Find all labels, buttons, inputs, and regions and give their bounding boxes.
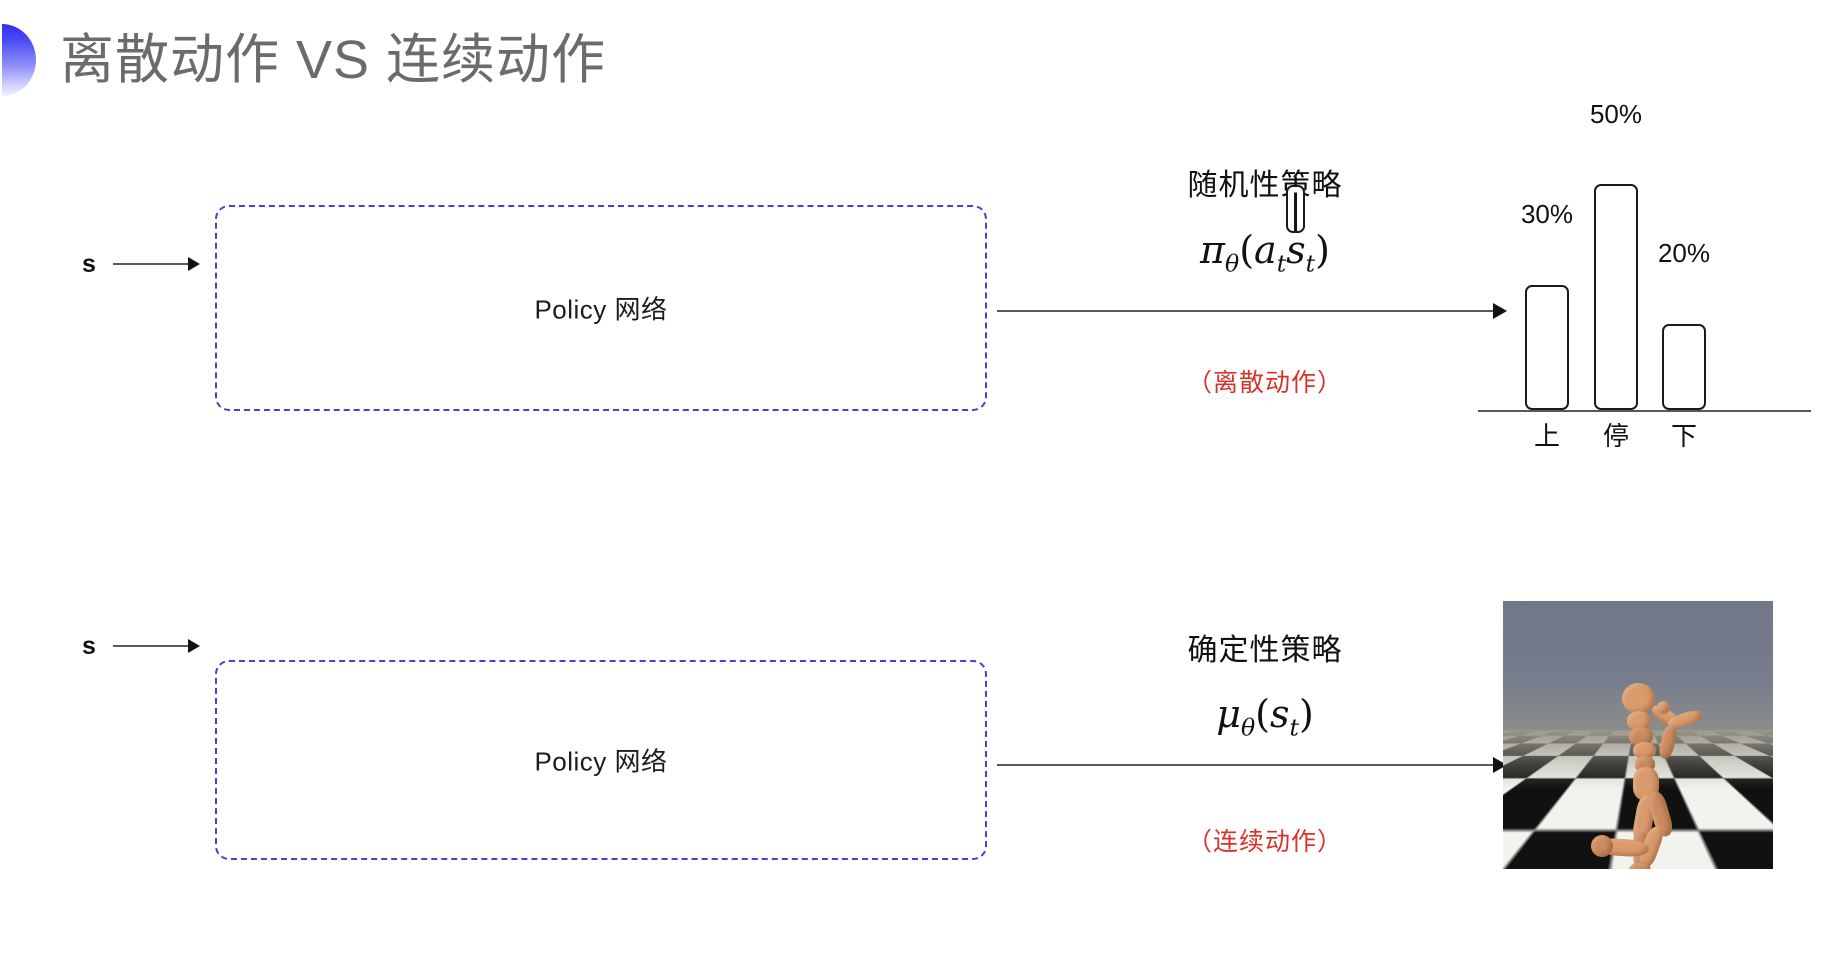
formula-action-symbol: a: [1254, 228, 1277, 272]
formula-open-paren: (: [1239, 228, 1255, 272]
arrow-state-to-policy-discrete: [113, 263, 198, 265]
policy-network-label-discrete: Policy 网络: [534, 294, 668, 325]
formula-close-paren: ): [1298, 692, 1314, 736]
chart-baseline-axis: [1478, 410, 1811, 412]
bar-category-label: 下: [1670, 421, 1697, 451]
bar-category-label: 上: [1533, 421, 1560, 451]
humanoid-simulation-image: [1503, 601, 1773, 869]
action-note-discrete: （离散动作）: [1186, 369, 1343, 397]
formula-state-symbol: s: [1269, 692, 1290, 736]
formula-pi-symbol: π: [1200, 228, 1226, 272]
formula-action-subscript: t: [1276, 249, 1287, 278]
policy-formula-continuous: μθ(st): [1140, 692, 1390, 742]
action-note-continuous: （连续动作）: [1186, 828, 1343, 856]
formula-state-subscript: t: [1305, 249, 1316, 278]
policy-caption-discrete: 随机性策略: [1187, 169, 1343, 202]
policy-network-box-continuous[interactable]: Policy 网络: [215, 660, 987, 860]
formula-state-subscript: t: [1289, 713, 1299, 742]
formula-conditional-bar: |: [1286, 184, 1305, 233]
bar-category-label: 停: [1602, 421, 1629, 451]
arrow-policy-to-output-discrete: [997, 310, 1505, 312]
page-title: 离散动作 VS 连续动作: [60, 30, 607, 90]
formula-theta-subscript: θ: [1240, 713, 1256, 742]
policy-caption-continuous: 确定性策略: [1187, 634, 1343, 667]
arrow-policy-to-output-continuous: [997, 764, 1505, 766]
arrow-state-to-policy-continuous: [113, 645, 198, 647]
state-input-label-continuous: s: [82, 632, 96, 660]
policy-formula-discrete: πθ(at|st): [1140, 184, 1390, 278]
half-circle-bullet-icon: [2, 24, 36, 96]
formula-theta-subscript: θ: [1225, 249, 1240, 278]
slide-bottom-edge: [0, 960, 1846, 966]
policy-network-box-discrete[interactable]: Policy 网络: [215, 205, 987, 411]
policy-network-label-continuous: Policy 网络: [534, 746, 668, 777]
bar-item: [1662, 324, 1706, 410]
bar-value-label: 30%: [1520, 199, 1574, 229]
formula-state-symbol: s: [1286, 228, 1306, 272]
formula-open-paren: (: [1255, 692, 1270, 736]
bar-value-label: 20%: [1657, 238, 1711, 268]
bar-value-label: 50%: [1589, 99, 1643, 129]
probability-bar-chart: 30% 上 50% 停 20% 下: [1470, 95, 1815, 455]
bar-item: [1594, 184, 1638, 410]
state-input-label-discrete: s: [82, 250, 96, 278]
formula-mu-symbol: μ: [1216, 692, 1241, 736]
formula-close-paren: ): [1315, 228, 1330, 272]
bar-item: [1525, 285, 1569, 410]
